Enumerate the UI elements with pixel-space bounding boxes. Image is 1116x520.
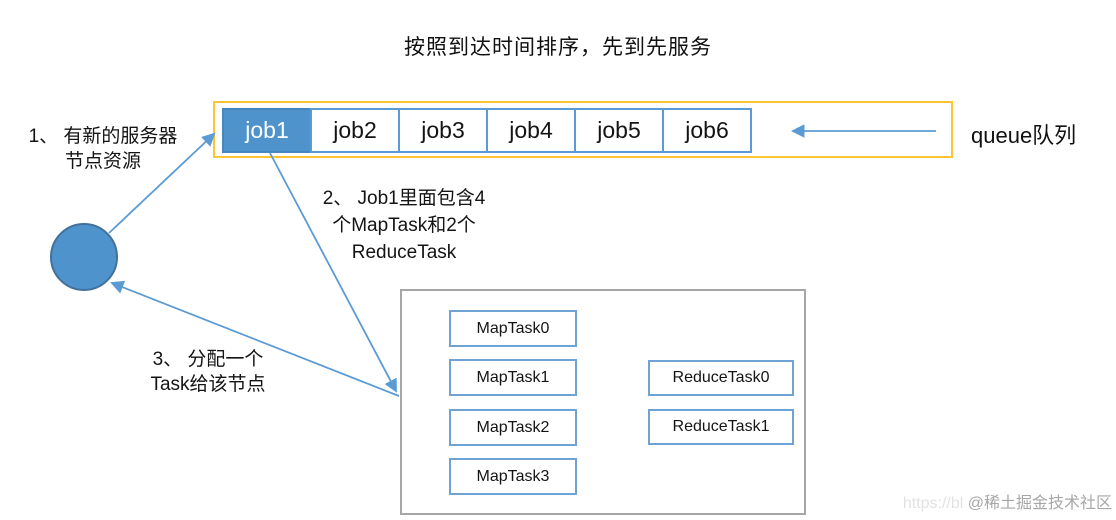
- step3-line2: Task给该节点: [150, 374, 266, 395]
- step2-line2: 个MapTask和2个: [332, 215, 476, 236]
- map-task-3-box: MapTask3: [449, 458, 577, 495]
- step3-note: 3、 分配一个 Task给该节点: [110, 347, 306, 397]
- step1-line2: 节点资源: [64, 151, 141, 172]
- queue-cell-job1: job1: [222, 108, 312, 153]
- watermark-url-fragment: https://bl: [902, 495, 964, 512]
- job-queue-cells: job1 job2 job3 job4 job5 job6: [222, 108, 752, 153]
- queue-cell-job5: job5: [574, 108, 664, 153]
- queue-cell-job3: job3: [398, 108, 488, 153]
- map-task-1-box: MapTask1: [449, 359, 577, 396]
- job1-task-container: MapTask0 MapTask1 MapTask2 MapTask3 Redu…: [400, 289, 806, 515]
- step3-line1: 3、 分配一个: [152, 349, 264, 370]
- step2-line1: 2、 Job1里面包含4: [322, 188, 486, 209]
- diagram-title: 按照到达时间排序，先到先服务: [404, 36, 712, 59]
- watermark-brand-text: @稀土掘金技术社区: [967, 495, 1112, 512]
- queue-cell-job4: job4: [486, 108, 576, 153]
- queue-label: queue队列: [971, 123, 1077, 148]
- step1-note: 1、 有新的服务器 节点资源: [0, 124, 206, 174]
- step2-line3: ReduceTask: [351, 242, 457, 263]
- map-task-0-box: MapTask0: [449, 310, 577, 347]
- reduce-task-0-box: ReduceTask0: [648, 360, 794, 396]
- step2-note: 2、 Job1里面包含4 个MapTask和2个 ReduceTask: [297, 185, 511, 266]
- watermark: https://bl @稀土掘金技术社区: [903, 489, 1112, 513]
- reduce-task-1-box: ReduceTask1: [648, 409, 794, 445]
- server-node-circle: [50, 223, 118, 291]
- map-task-2-box: MapTask2: [449, 409, 577, 446]
- step1-line1: 1、 有新的服务器: [28, 126, 178, 147]
- queue-cell-job2: job2: [310, 108, 400, 153]
- queue-cell-job6: job6: [662, 108, 752, 153]
- job-queue-box: job1 job2 job3 job4 job5 job6: [213, 101, 953, 158]
